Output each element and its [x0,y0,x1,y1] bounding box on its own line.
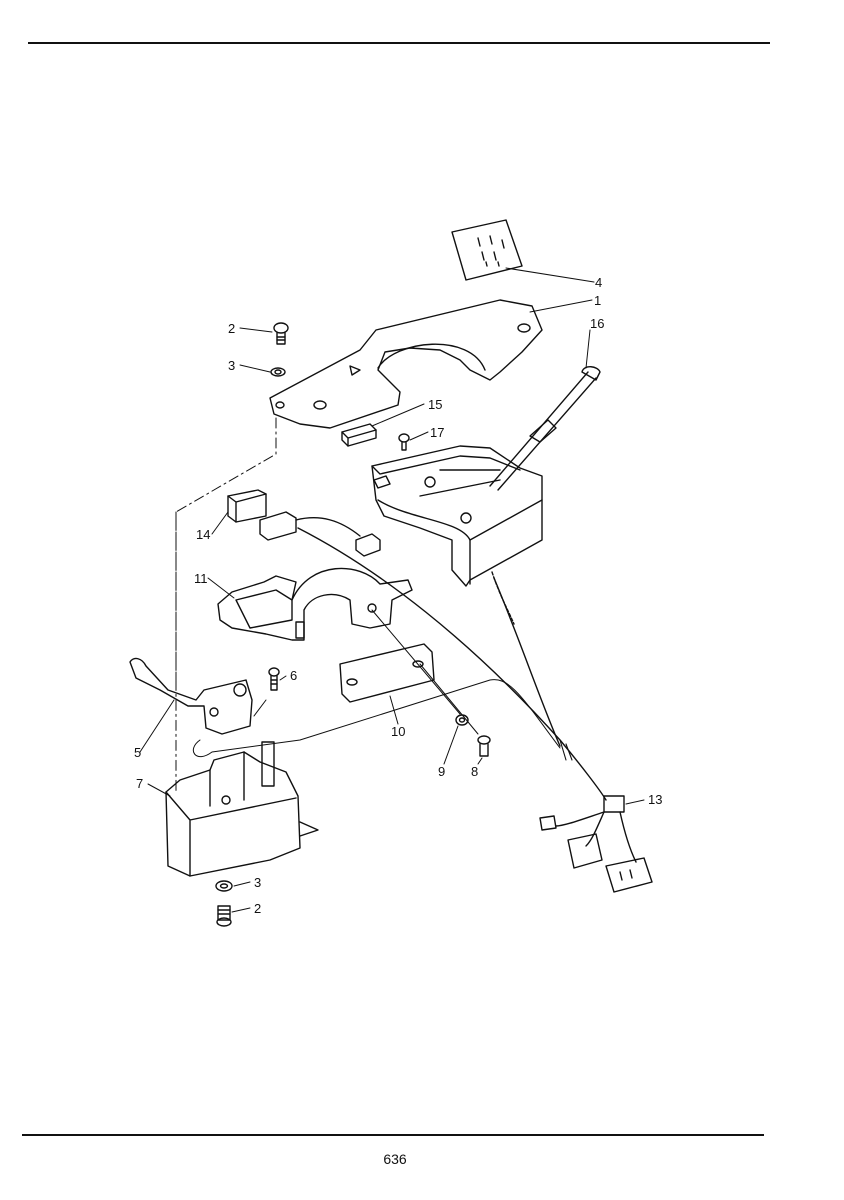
connection-lines [192,609,561,758]
callout-3-top: 3 [228,358,235,373]
cover-plate-part [269,299,543,429]
callout-8: 8 [471,764,478,779]
screw-17-part [398,433,410,451]
callout-17: 17 [430,425,444,440]
callout-3-bottom: 3 [254,875,261,890]
screw-6-part [268,667,280,691]
header-fragment: —————— [455,0,556,6]
lower-housing-part [165,741,319,877]
connector-14-part [227,489,381,557]
callout-15: 15 [428,397,442,412]
handle-switch-part [129,657,253,735]
callout-11: 11 [194,571,208,586]
callout-2-bottom: 2 [254,901,261,916]
washer-top-part [270,367,286,377]
plate-10-part [339,643,435,703]
callout-10: 10 [391,724,405,739]
screw-top-part [273,322,289,345]
assembly-lines [175,417,277,795]
bracket-11-part [217,567,413,641]
callout-2-top: 2 [228,321,235,336]
decal-label-part [451,219,523,281]
callout-9: 9 [438,764,445,779]
block-15-part [341,423,377,447]
screw-bottom-part [216,905,232,927]
page-number: 636 [383,1151,407,1167]
callout-16: 16 [590,316,604,331]
callout-5: 5 [134,745,141,760]
callout-13: 13 [648,792,662,807]
wiring-harness-part [297,527,653,893]
callout-6: 6 [290,668,297,683]
bolt-8-part [477,735,491,757]
lever-assembly-part [371,366,601,625]
leader-lines [139,267,645,913]
callout-7: 7 [136,776,143,791]
bottom-rule [22,1134,764,1136]
callout-4: 4 [595,275,602,290]
callout-14: 14 [196,527,210,542]
top-rule [28,42,770,44]
washer-bottom-part [215,880,233,892]
callout-1: 1 [594,293,601,308]
